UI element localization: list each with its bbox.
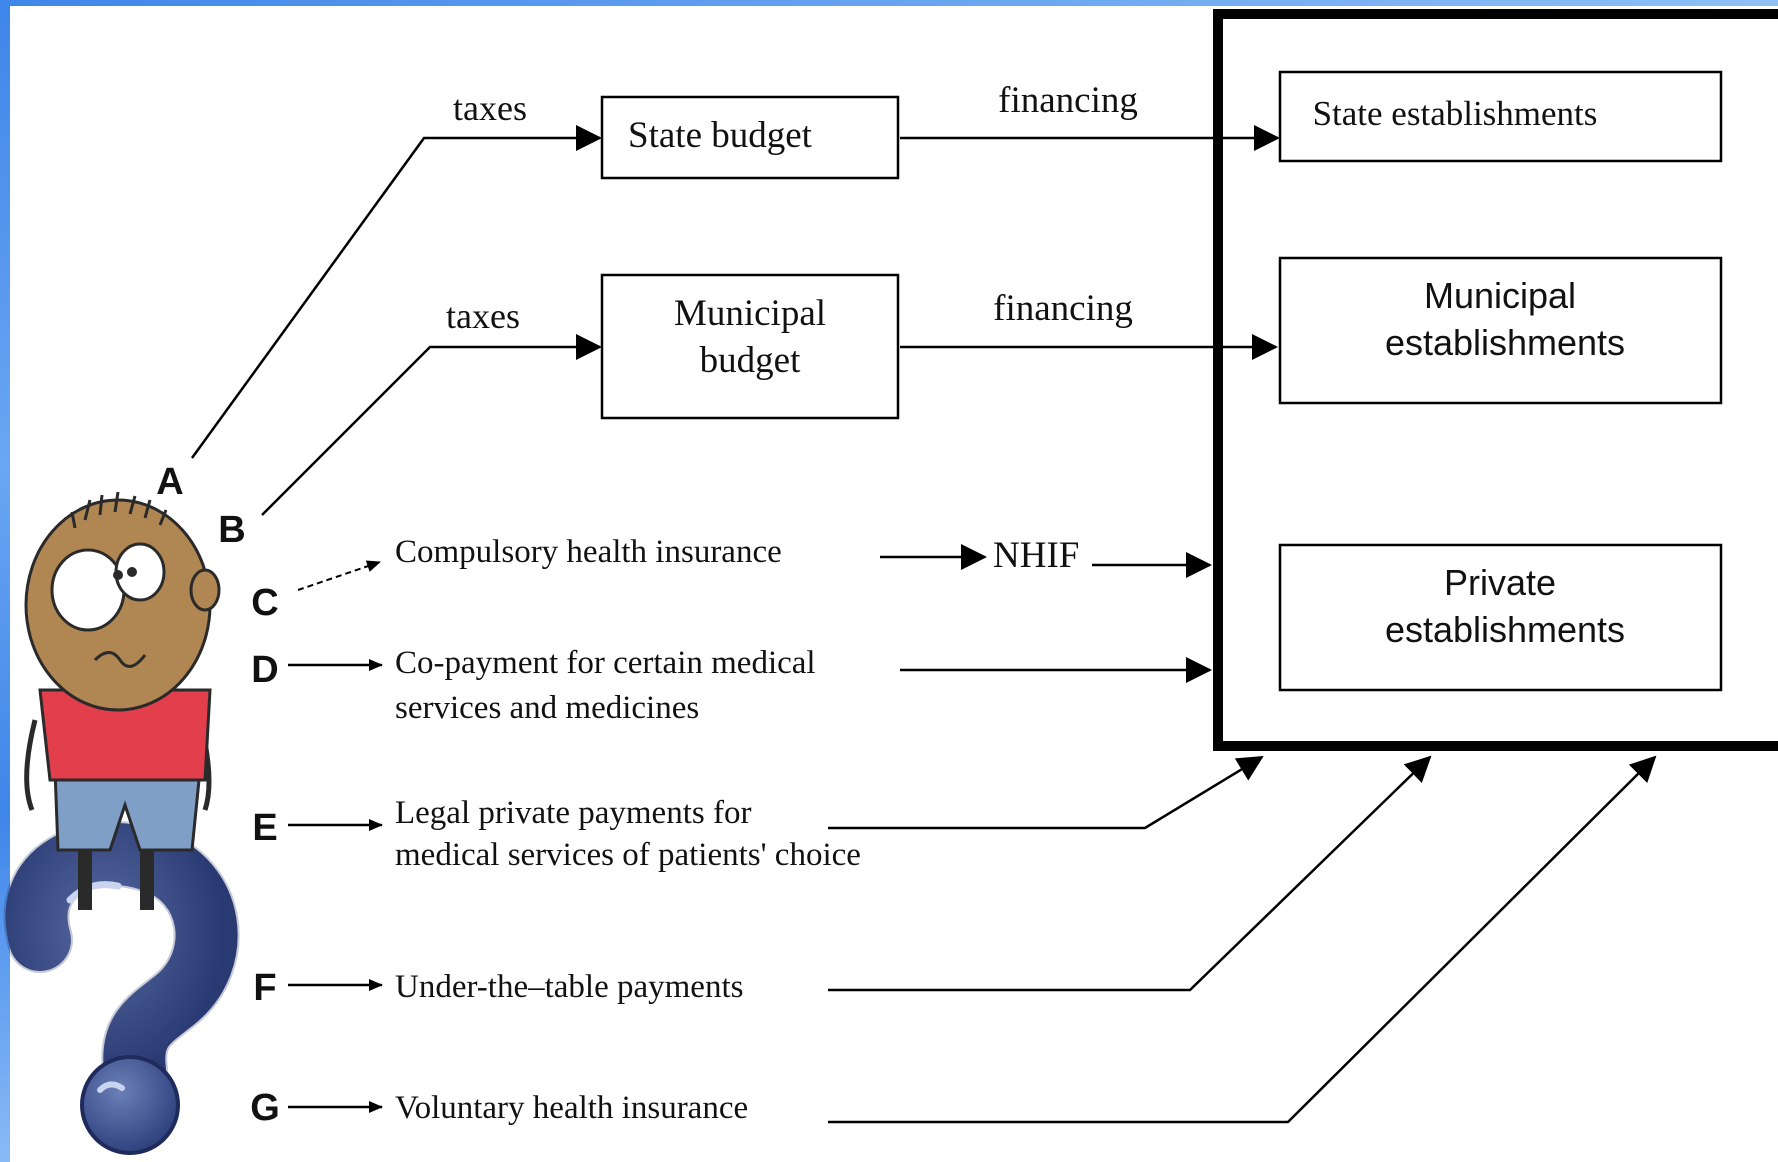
state-establishments-box	[1278, 70, 1723, 163]
label-a: A	[156, 461, 183, 503]
state-budget-label: State budget	[628, 115, 813, 156]
label-g: G	[250, 1087, 280, 1129]
source-f-under-table: Under-the–table payments	[395, 969, 743, 1005]
municipal-budget-label-line2: budget	[700, 340, 801, 381]
source-e-legal-payments-line1: Legal private payments for	[395, 795, 751, 831]
label-e: E	[252, 807, 277, 849]
municipal-establishments-label-line1: Municipal	[1424, 275, 1576, 316]
arrow-g-to-frame	[828, 755, 1657, 1124]
municipal-establishments-box	[1278, 256, 1723, 405]
taxes-label-state: taxes	[453, 88, 527, 128]
label-f: F	[253, 967, 276, 1009]
private-establishments-box	[1278, 543, 1723, 692]
arrow-f-to-frame	[828, 755, 1432, 992]
label-b: B	[218, 509, 245, 551]
taxes-arrow-b	[261, 334, 602, 516]
source-g-voluntary-insurance: Voluntary health insurance	[395, 1090, 748, 1126]
state-establishments-label: State establishments	[1313, 94, 1598, 133]
private-establishments-label-line1: Private	[1444, 562, 1556, 603]
state-budget-box	[600, 95, 900, 180]
label-d: D	[251, 649, 278, 691]
financing-label-state: financing	[998, 80, 1138, 121]
source-d-copayment-line1: Co-payment for certain medical	[395, 645, 816, 681]
source-e-legal-payments-line2: medical services of patients' choice	[395, 837, 861, 873]
source-c-compulsory-insurance: Compulsory health insurance	[395, 534, 782, 570]
worried-character-illustration	[3, 491, 240, 1155]
source-d-copayment-line2: services and medicines	[395, 690, 699, 726]
top-accent-stripe	[0, 0, 1778, 6]
taxes-arrow-a	[190, 125, 602, 459]
taxes-label-municipal: taxes	[446, 296, 520, 336]
label-c: C	[251, 582, 278, 624]
financing-label-municipal: financing	[993, 288, 1133, 329]
nhif-label: NHIF	[993, 535, 1079, 576]
municipal-budget-box	[600, 273, 900, 420]
arrow-c	[297, 560, 381, 591]
establishments-frame	[1213, 9, 1778, 751]
private-establishments-label-line2: establishments	[1385, 609, 1625, 650]
left-accent-stripe	[0, 0, 10, 1162]
municipal-budget-label-line1: Municipal	[674, 293, 826, 334]
arrow-e-to-frame	[828, 755, 1264, 830]
municipal-establishments-label-line2: establishments	[1385, 322, 1625, 363]
